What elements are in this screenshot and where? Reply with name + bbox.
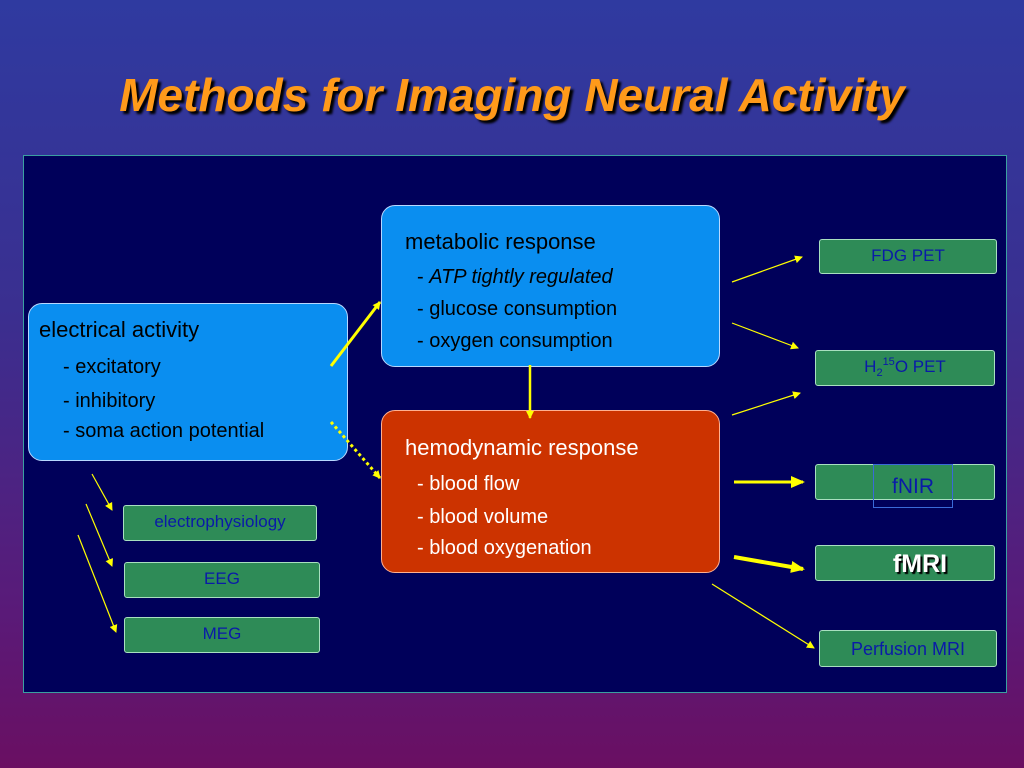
method-meg: MEG (124, 617, 320, 653)
hemodynamic-response-heading: hemodynamic response (405, 435, 639, 460)
metabolic-response-box: metabolic response - ATP tightly regulat… (381, 205, 720, 367)
hemodynamic-item: - blood oxygenation (417, 537, 592, 559)
metabolic-response-heading: metabolic response (405, 229, 596, 254)
hemodynamic-response-box: hemodynamic response - blood flow - bloo… (381, 410, 720, 573)
hemodynamic-item: - blood volume (417, 506, 549, 528)
h2o-pet-rest: O PET (894, 357, 946, 376)
metabolic-item: - oxygen consumption (417, 330, 613, 352)
electrical-item: - soma action potential (63, 420, 265, 442)
method-fnir (815, 464, 995, 500)
electrical-activity-heading: electrical activity (39, 317, 200, 342)
method-eeg: EEG (124, 562, 320, 598)
method-fdg-pet: FDG PET (819, 239, 997, 274)
h2o-pet-sup: 15 (882, 356, 895, 368)
metabolic-item-prefix: - (417, 266, 430, 288)
metabolic-item: - ATP tightly regulated (417, 266, 613, 289)
metabolic-item-italic: ATP tightly regulated (429, 266, 613, 288)
electrical-item: - inhibitory (63, 390, 156, 412)
method-perfusion-mri: Perfusion MRI (819, 630, 997, 667)
hemodynamic-item: - blood flow (417, 473, 520, 495)
page-title: Methods for Imaging Neural Activity (119, 69, 905, 121)
method-fnir-label: fNIR (873, 464, 953, 508)
electrical-activity-box: electrical activity - excitatory - inhib… (28, 303, 348, 461)
electrical-item: - excitatory (63, 356, 161, 378)
h2o-pet-h: H (864, 357, 877, 376)
method-fmri: fMRI (815, 545, 995, 581)
h2o-pet-sub: 2 (876, 367, 883, 379)
metabolic-item: - glucose consumption (417, 298, 618, 320)
method-h2o-pet: H215O PET (815, 350, 995, 386)
method-electrophysiology: electrophysiology (123, 505, 317, 541)
